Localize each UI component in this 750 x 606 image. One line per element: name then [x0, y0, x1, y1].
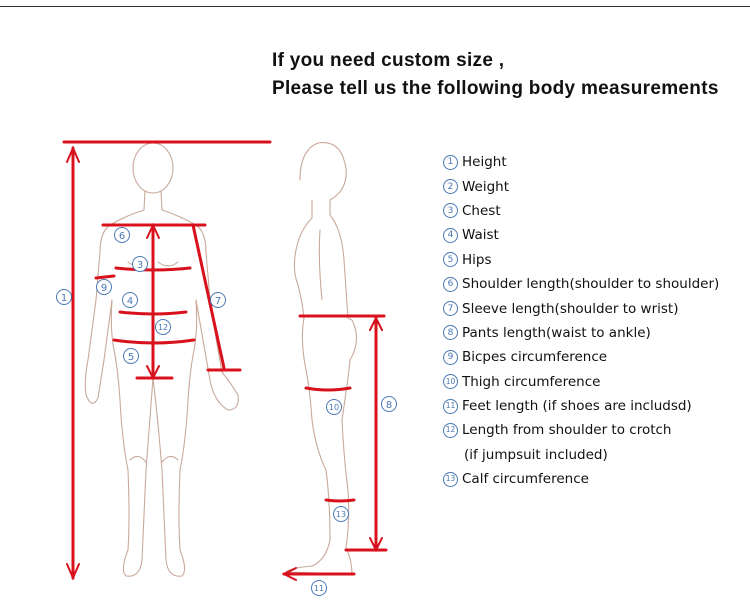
legend-label: Bicpes circumference — [462, 349, 608, 366]
marker-7: 7 — [210, 292, 226, 308]
legend-label: Height — [462, 154, 507, 171]
svg-text:6: 6 — [119, 231, 125, 242]
legend-label: Length from shoulder to crotch — [462, 422, 672, 439]
legend-number-badge: 13 — [443, 471, 458, 487]
legend-number-badge: 12 — [443, 422, 458, 438]
marker-13: 13 — [333, 506, 349, 522]
svg-text:4: 4 — [127, 296, 133, 307]
header-line-1: If you need custom size , — [272, 50, 505, 71]
marker-9: 9 — [96, 279, 112, 295]
legend-label: Shoulder length(shoulder to shoulder) — [462, 276, 720, 293]
legend-number-badge: 11 — [443, 398, 458, 414]
legend-label: Calf circumference — [462, 471, 589, 488]
marker-4: 4 — [122, 292, 138, 308]
marker-10: 10 — [326, 399, 342, 415]
marker-5: 5 — [123, 348, 139, 364]
legend-number-badge: 7 — [443, 301, 458, 317]
svg-text:8: 8 — [386, 400, 392, 411]
legend-label: (if jumpsuit included) — [464, 446, 608, 463]
header-line-2: Please tell us the following body measur… — [272, 78, 719, 99]
legend-label: Chest — [462, 202, 501, 219]
legend-number-badge: 2 — [443, 179, 458, 195]
measure-lines — [62, 140, 388, 581]
legend-number-badge: 6 — [443, 276, 458, 292]
svg-text:13: 13 — [336, 510, 346, 519]
svg-text:9: 9 — [101, 283, 107, 294]
svg-text:5: 5 — [128, 352, 134, 363]
svg-text:1: 1 — [61, 293, 67, 304]
top-divider — [0, 6, 750, 7]
legend-label: Sleeve length(shoulder to wrist) — [462, 300, 679, 317]
legend-label: Hips — [462, 251, 492, 268]
marker-6: 6 — [114, 227, 130, 243]
legend-number-badge: 8 — [443, 325, 458, 341]
legend-number-badge: 4 — [443, 227, 458, 243]
marker-11: 11 — [311, 580, 327, 596]
svg-text:7: 7 — [215, 296, 221, 307]
legend-label: Thigh circumference — [462, 373, 601, 390]
svg-text:3: 3 — [137, 260, 143, 271]
legend-number-badge: 1 — [443, 154, 458, 170]
legend-number-badge: 5 — [443, 252, 458, 268]
marker-1: 1 — [56, 289, 72, 305]
svg-text:10: 10 — [329, 403, 339, 412]
legend-item: (if jumpsuit included) — [443, 443, 719, 467]
legend-number-badge: 10 — [443, 374, 458, 390]
legend-label: Waist — [462, 227, 499, 244]
marker-8: 8 — [381, 396, 397, 412]
legend-label: Pants length(waist to ankle) — [462, 324, 651, 341]
svg-text:11: 11 — [314, 584, 324, 593]
front-body-outline — [84, 142, 239, 577]
legend-label: Feet length (if shoes are includsd) — [462, 398, 692, 415]
legend-label: Weight — [462, 178, 510, 195]
legend-number-badge: 9 — [443, 349, 458, 365]
svg-text:12: 12 — [158, 323, 168, 332]
marker-3: 3 — [132, 256, 148, 272]
marker-12: 12 — [155, 319, 171, 335]
number-markers: 1 6 3 9 4 7 12 5 8 10 13 11 — [56, 227, 397, 596]
legend-number-badge: 3 — [443, 203, 458, 219]
